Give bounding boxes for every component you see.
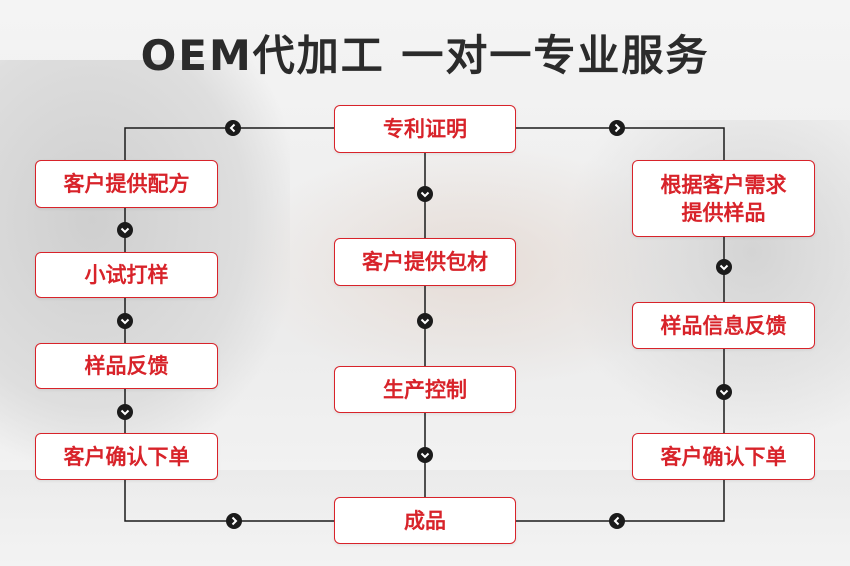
step-label: 客户提供包材 [362,250,488,274]
step-customer-confirms-order-left: 客户确认下单 [35,433,218,480]
step-label: 样品信息反馈 [660,313,787,338]
step-customer-confirms-order-right: 客户确认下单 [632,433,815,480]
step-label: 样品反馈 [84,354,169,378]
chevron-down-icon [117,404,133,420]
page-title: OEM代加工 一对一专业服务 [140,31,710,80]
chevron-down-icon [117,222,133,238]
chevron-left-icon [609,513,625,529]
step-label-line2: 提供样品 [681,200,766,225]
connector-left-bottom [124,480,334,522]
chevron-right-icon [609,120,625,136]
step-customer-provides-packaging: 客户提供包材 [334,238,516,286]
step-sample-feedback: 样品反馈 [35,343,218,389]
connector-right-bottom [516,480,725,522]
step-label-line1: 根据客户需求 [660,172,787,197]
chevron-down-icon [117,313,133,329]
step-patent-certificate: 专利证明 [334,105,516,153]
step-production-control: 生产控制 [334,366,516,413]
step-samples-per-requirements: 根据客户需求 提供样品 [632,160,815,237]
step-label: 客户确认下单 [63,444,190,469]
chevron-right-icon [226,513,242,529]
step-finished-product: 成品 [334,497,516,544]
step-label: 成品 [404,508,446,533]
step-label: 小试打样 [84,263,169,287]
step-label: 客户提供配方 [63,172,190,196]
connector-top-left [124,127,334,160]
step-trial-sample: 小试打样 [35,252,218,298]
step-label: 生产控制 [383,377,467,402]
step-sample-info-feedback: 样品信息反馈 [632,302,815,349]
step-label: 客户确认下单 [660,444,787,469]
chevron-down-icon [417,313,433,329]
connector-top-right [516,127,725,160]
chevron-left-icon [225,120,241,136]
step-label: 专利证明 [383,117,467,141]
chevron-down-icon [417,186,433,202]
step-customer-provides-formula: 客户提供配方 [35,160,218,208]
chevron-down-icon [417,447,433,463]
chevron-down-icon [716,259,732,275]
chevron-down-icon [716,384,732,400]
